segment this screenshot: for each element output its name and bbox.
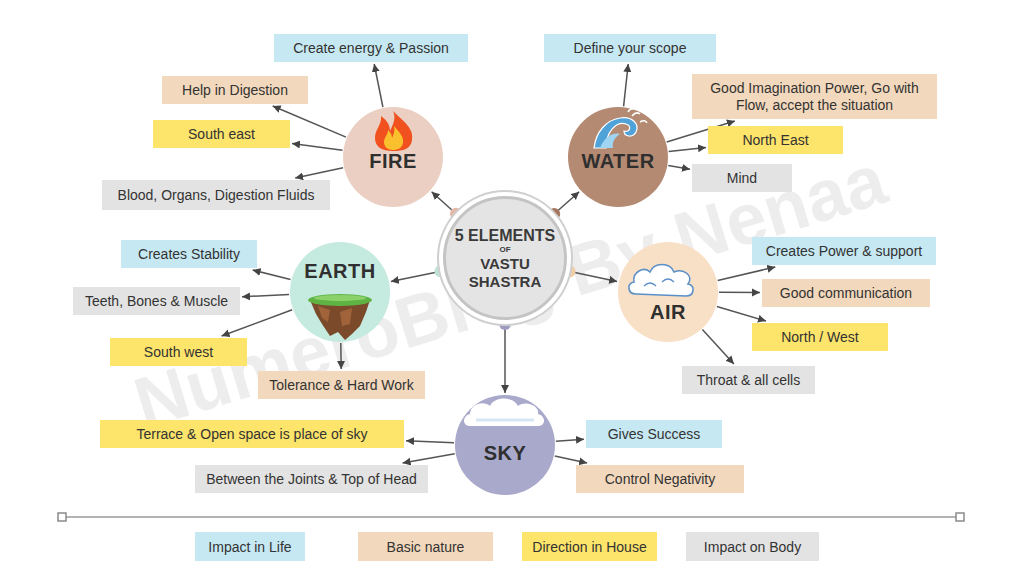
- info-box: Creates Stability: [121, 240, 257, 268]
- connector: [556, 192, 579, 212]
- box-text: Mind: [727, 170, 757, 187]
- connector: [556, 439, 584, 441]
- sky-cloud-icon: [464, 399, 544, 427]
- box-text: North East: [742, 132, 808, 149]
- box-text: Good Imagination Power, Go with Flow, ac…: [702, 80, 927, 114]
- land-icon: [308, 294, 372, 340]
- element-circle: WATER: [568, 107, 668, 207]
- legend-text: Impact on Body: [704, 539, 801, 555]
- circle-label: EARTH: [304, 260, 375, 283]
- info-box: North / West: [752, 323, 888, 351]
- connector: [253, 270, 291, 280]
- box-text: Creates Stability: [138, 246, 240, 263]
- info-box: Teeth, Bones & Muscle: [73, 287, 240, 315]
- box-text: Create energy & Passion: [293, 40, 449, 57]
- circle-label: SKY: [484, 442, 527, 465]
- info-box: Terrace & Open space is place of sky: [100, 420, 404, 448]
- connector: [624, 64, 629, 106]
- info-box: Gives Success: [586, 420, 722, 448]
- element-circle: SKY: [455, 395, 555, 495]
- box-text: Blood, Organs, Digestion Fluids: [118, 187, 315, 204]
- info-box: Create energy & Passion: [274, 34, 468, 62]
- divider-end: [58, 513, 66, 521]
- circle-label: FIRE: [369, 150, 417, 173]
- info-box: South east: [153, 120, 290, 148]
- box-text: Help in Digestion: [182, 82, 288, 99]
- circle-label: AIR: [650, 301, 686, 324]
- connector: [669, 148, 706, 152]
- circle-label: 5 ELEMENTS: [455, 226, 555, 245]
- connector: [391, 272, 438, 282]
- legend-swatch: Impact in Life: [195, 532, 305, 561]
- cloud-icon: [629, 265, 693, 297]
- box-text: Tolerance & Hard Work: [269, 377, 413, 394]
- connector: [719, 292, 760, 294]
- info-box: South west: [110, 338, 247, 366]
- connector: [555, 456, 587, 463]
- box-text: North / West: [781, 329, 859, 346]
- box-text: South west: [144, 344, 213, 361]
- legend-text: Direction in House: [532, 539, 646, 555]
- info-box: Tolerance & Hard Work: [258, 371, 425, 399]
- box-text: Throat & all cells: [697, 372, 800, 389]
- connector: [242, 295, 289, 297]
- info-box: Between the Joints & Top of Head: [195, 465, 428, 493]
- box-text: Gives Success: [608, 426, 701, 443]
- connector: [668, 166, 690, 170]
- box-text: Good communication: [780, 285, 912, 302]
- box-text: Define your scope: [574, 40, 687, 57]
- connector: [340, 343, 342, 369]
- connector: [295, 168, 343, 178]
- legend-swatch: Direction in House: [522, 532, 657, 561]
- center-circle: 5 ELEMENTSOFVASTU SHASTRA: [443, 196, 567, 320]
- connector: [374, 64, 383, 107]
- box-text: Teeth, Bones & Muscle: [85, 293, 228, 310]
- element-circle: AIR: [618, 242, 718, 342]
- connector: [406, 441, 454, 443]
- connector: [717, 307, 766, 322]
- divider-end: [956, 513, 964, 521]
- info-box: Throat & all cells: [682, 366, 815, 394]
- info-box: Blood, Organs, Digestion Fluids: [102, 180, 330, 210]
- box-text: Creates Power & support: [766, 243, 922, 260]
- connector: [573, 272, 618, 281]
- info-box: Control Negativity: [576, 465, 744, 493]
- info-box: Creates Power & support: [752, 237, 936, 265]
- connector: [702, 330, 734, 364]
- element-circle: EARTH: [290, 242, 390, 342]
- box-text: Control Negativity: [605, 471, 716, 488]
- connector: [504, 327, 506, 393]
- circle-label: OF: [499, 245, 510, 255]
- legend-swatch: Impact on Body: [686, 532, 819, 561]
- legend-swatch: Basic nature: [358, 532, 493, 561]
- element-circle: FIRE: [343, 107, 443, 207]
- flame-icon: [375, 111, 412, 151]
- circle-label: WATER: [581, 150, 654, 173]
- box-text: South east: [188, 126, 255, 143]
- info-box: North East: [708, 126, 843, 154]
- connector: [403, 454, 455, 463]
- legend: Impact in Life Basic nature Direction in H…: [0, 532, 1024, 562]
- info-box: Help in Digestion: [162, 76, 308, 104]
- legend-text: Impact in Life: [208, 539, 291, 555]
- legend-text: Basic nature: [387, 539, 465, 555]
- connector: [432, 192, 454, 212]
- info-box: Mind: [692, 164, 792, 192]
- info-box: Good communication: [762, 279, 930, 307]
- info-box: Good Imagination Power, Go with Flow, ac…: [692, 74, 937, 119]
- circle-label: VASTU SHASTRA: [460, 255, 550, 291]
- divider-line: [62, 516, 960, 518]
- box-text: Terrace & Open space is place of sky: [136, 426, 367, 443]
- wave-icon: [594, 109, 647, 148]
- connector: [292, 144, 343, 151]
- info-box: Define your scope: [544, 34, 716, 62]
- box-text: Between the Joints & Top of Head: [206, 471, 417, 488]
